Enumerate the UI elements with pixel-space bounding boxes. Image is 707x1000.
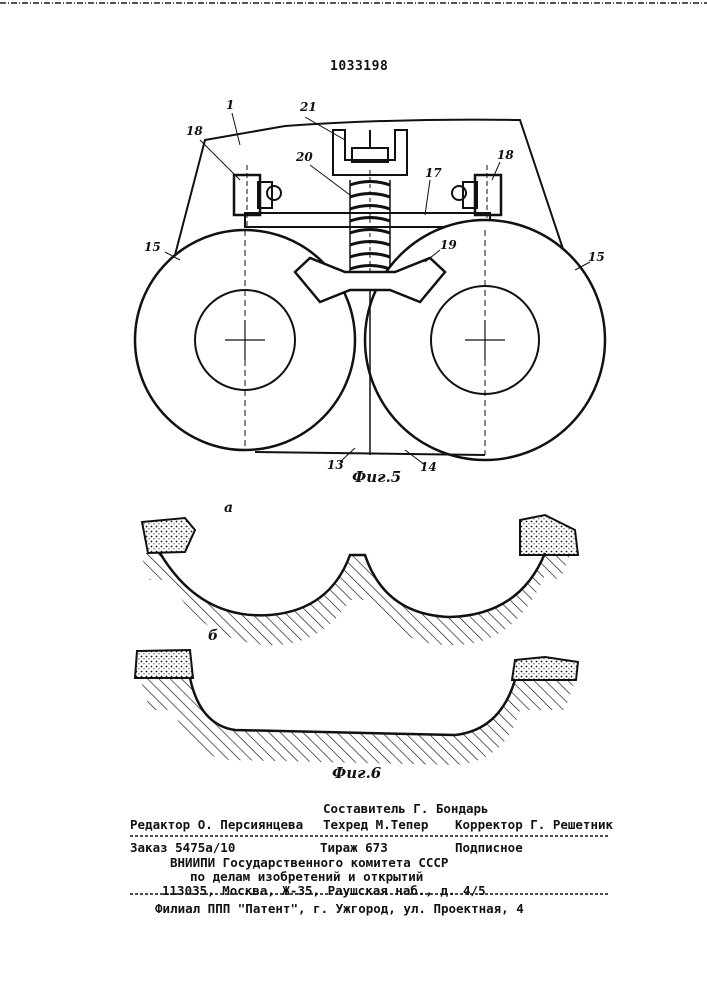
subscription-line: Подписное [455, 840, 523, 855]
org-line-1: ВНИИПИ Государственного комитета СССР [170, 855, 448, 870]
branch-line: Филиал ППП "Патент", г. Ужгород, ул. Про… [155, 901, 524, 916]
address-line: 113035, Москва, Ж-35, Раушская наб., д. … [162, 883, 486, 898]
order-line: Заказ 5475а/10 [130, 840, 235, 855]
circulation-line: Тираж 673 [320, 840, 388, 855]
org-line-2: по делам изобретений и открытий [190, 869, 423, 884]
